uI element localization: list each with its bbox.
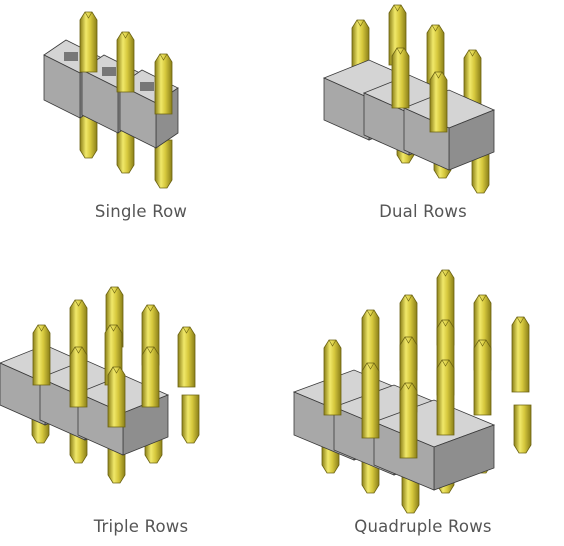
single-row-label: Single Row bbox=[94, 202, 188, 221]
triple-rows-connector-illustration bbox=[0, 286, 200, 484]
quadruple-rows-label: Quadruple Rows bbox=[354, 517, 492, 536]
variant-single-row: Single Row bbox=[0, 0, 282, 240]
variant-quadruple-rows: Quadruple Rows bbox=[282, 255, 564, 546]
variant-triple-rows: Triple Rows bbox=[0, 255, 282, 546]
single-row-connector-illustration bbox=[43, 11, 179, 189]
triple-rows-label: Triple Rows bbox=[93, 517, 189, 536]
dual-rows-connector-illustration bbox=[323, 4, 495, 194]
variant-dual-rows: Dual Rows bbox=[282, 0, 564, 240]
quadruple-rows-connector-illustration bbox=[293, 269, 532, 514]
dual-rows-label: Dual Rows bbox=[379, 202, 467, 221]
